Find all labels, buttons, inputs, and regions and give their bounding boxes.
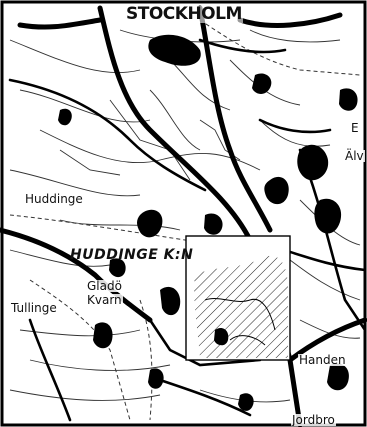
label-huddinge: Huddinge (24, 192, 84, 206)
label-kvarn: Kvarn (86, 293, 123, 307)
label-stockholm: STOCKHOLM (125, 4, 243, 24)
label-jordbro: Jordbro (291, 413, 336, 427)
study-area (185, 235, 291, 361)
water-bodies (58, 34, 358, 411)
label-huddinge-kommun: HUDDINGE K:N (70, 247, 194, 263)
label-tullinge: Tullinge (10, 301, 58, 315)
label-alv-fragment: Älv (344, 149, 365, 163)
label-e-fragment: E (350, 121, 360, 135)
label-gladd: Gladö (86, 279, 123, 293)
label-handen: Handen (298, 353, 347, 367)
